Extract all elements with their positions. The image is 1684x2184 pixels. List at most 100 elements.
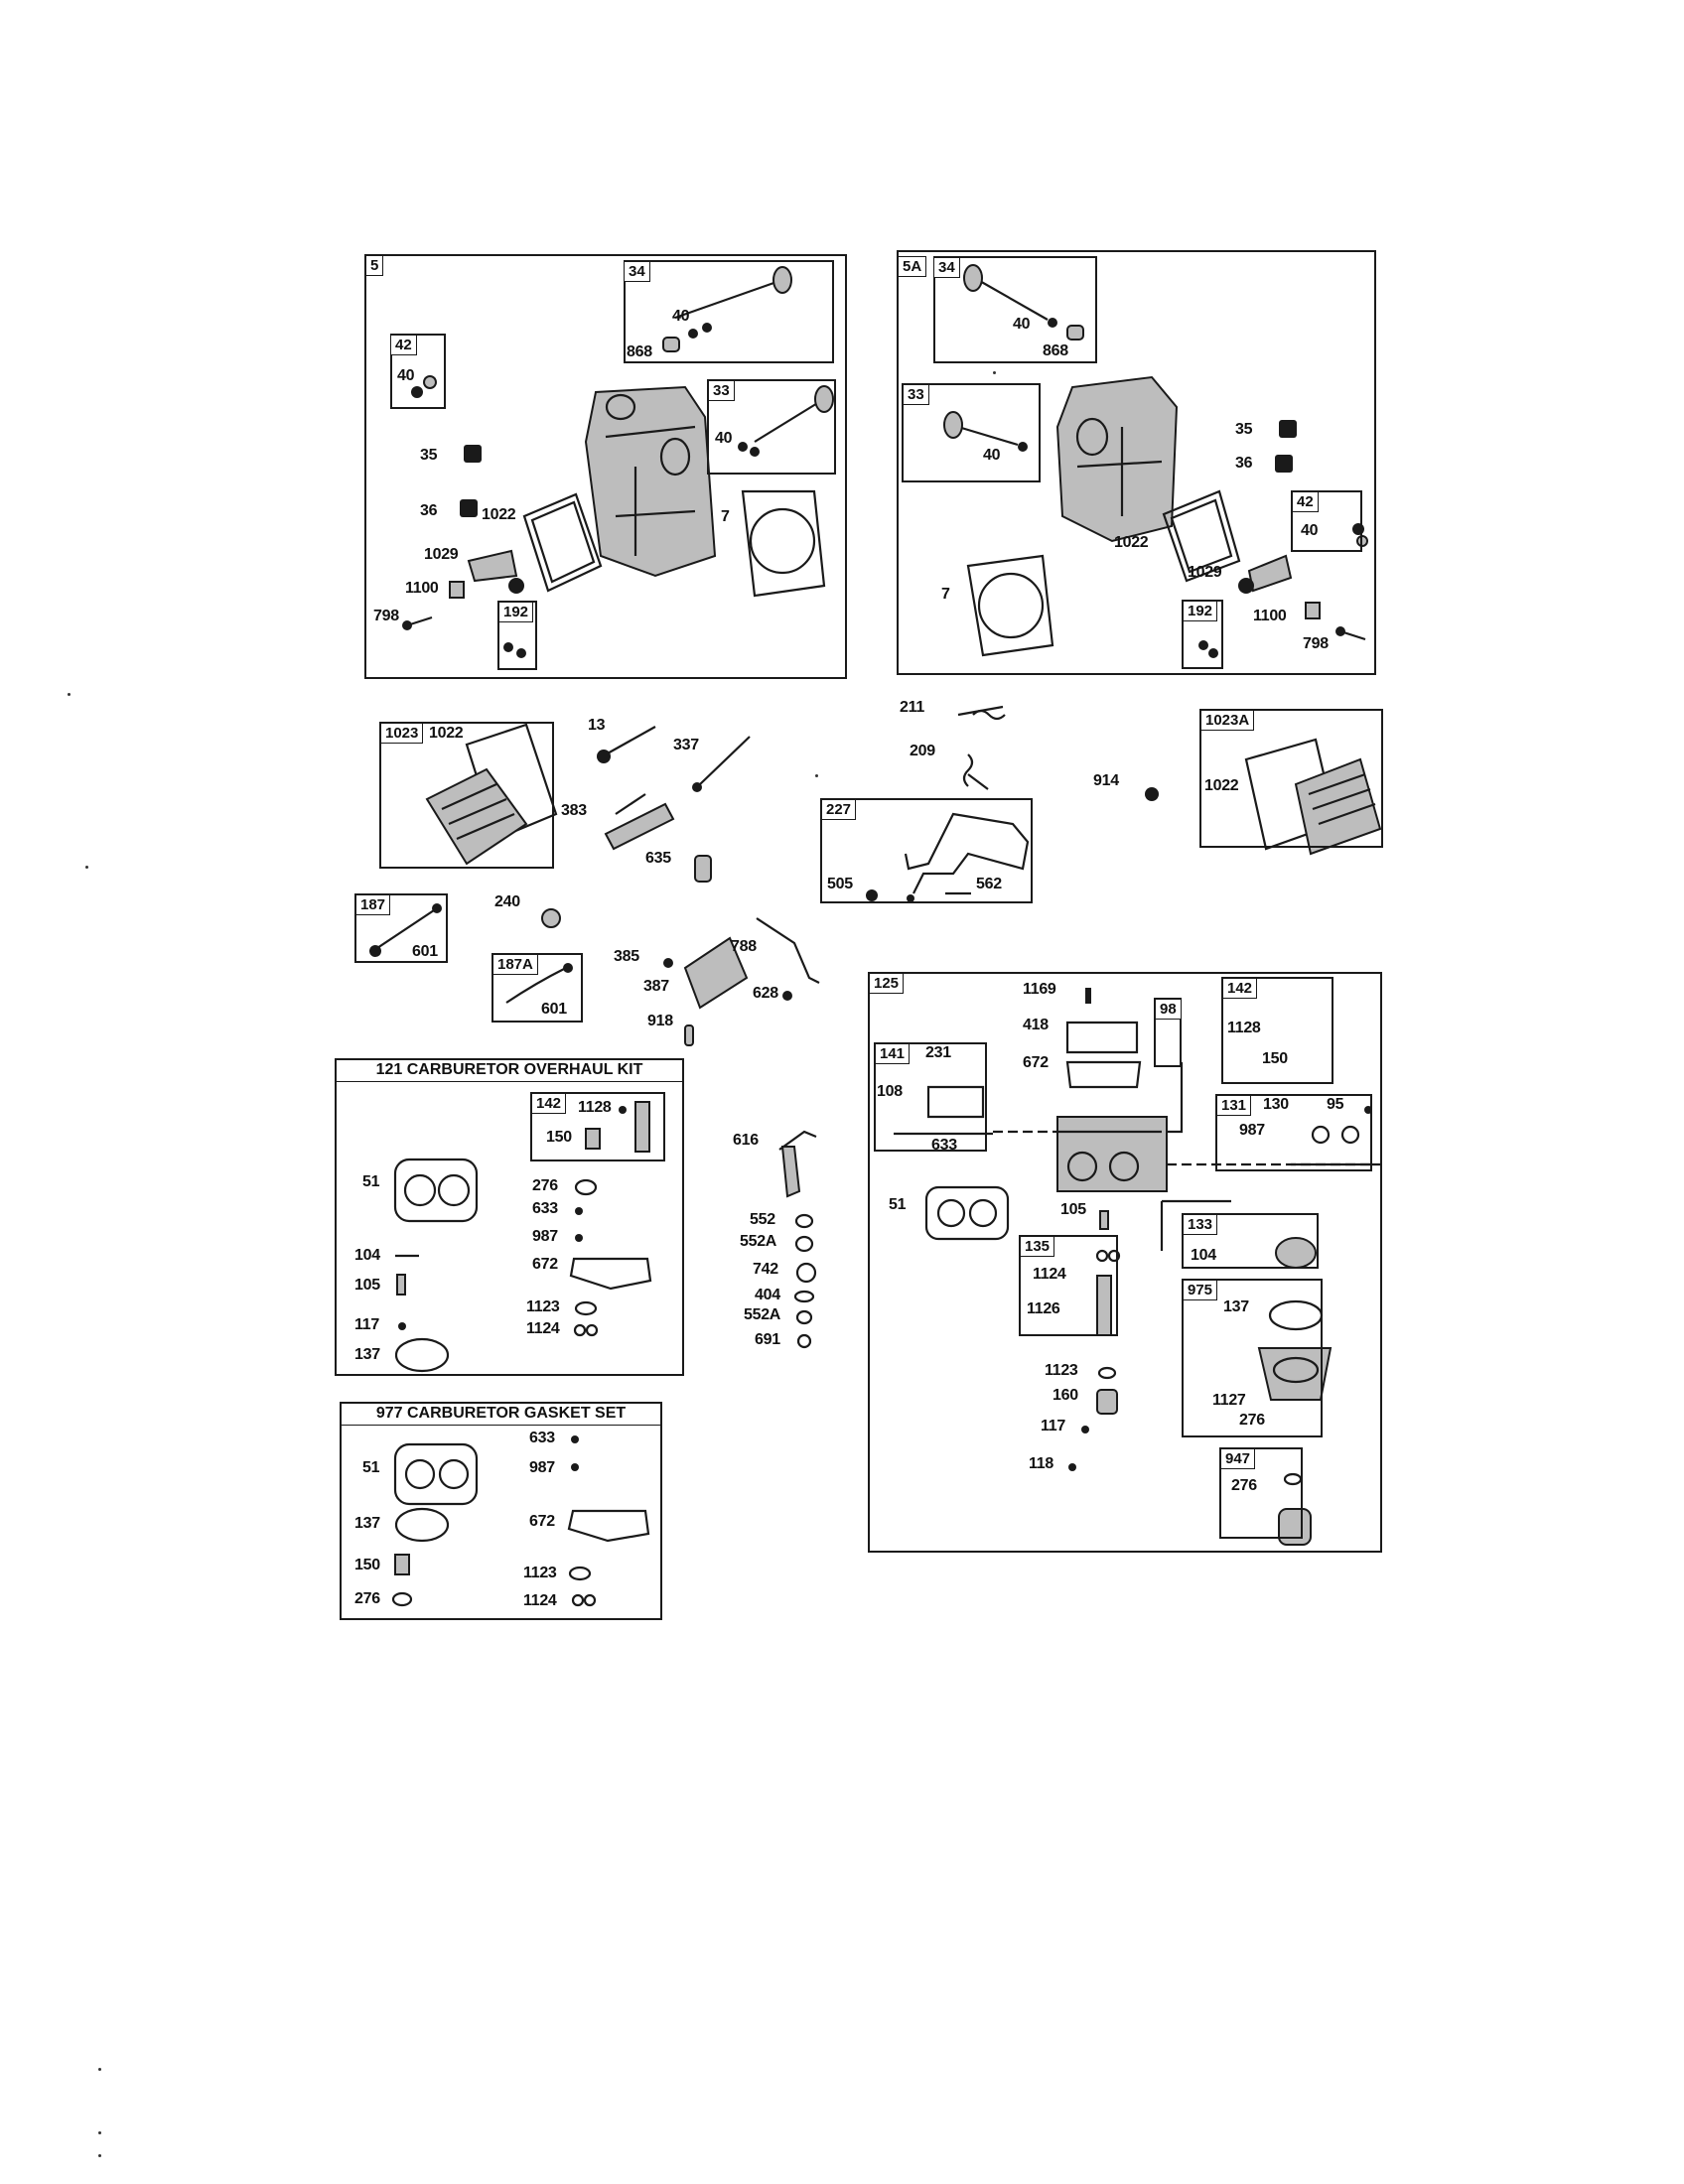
pin-918-icon (684, 1024, 694, 1046)
kit-121-sub-142 (530, 1092, 665, 1161)
part-label: 1126 (1027, 1300, 1060, 1317)
part-label: 104 (1191, 1247, 1216, 1264)
screw-117-icon (398, 1322, 406, 1330)
screw-798-icon (402, 615, 433, 630)
part-label: 150 (546, 1129, 572, 1146)
gasket-1022-icon (522, 492, 603, 593)
block-150-icon (585, 1128, 601, 1150)
panel-5a-sub-42-tag: 42 (1292, 491, 1319, 512)
solenoid-947-icon (1278, 1472, 1312, 1546)
part-label: 40 (397, 367, 415, 384)
panel-5-sub-34-tag: 34 (624, 261, 650, 282)
gasket-51c-icon (924, 1185, 1010, 1241)
panel-5-sub-192-tag: 192 (498, 602, 534, 622)
kit-977-title: 977 CARBURETOR GASKET SET (340, 1402, 662, 1426)
nut-914-icon (1145, 787, 1159, 801)
bracket-227-icon (904, 812, 1030, 902)
panel-227 (820, 798, 1033, 903)
bracket-1100-icon (449, 581, 465, 599)
part-label: 987 (1239, 1122, 1265, 1139)
part-label: 231 (925, 1044, 951, 1061)
part-label: 672 (1023, 1054, 1049, 1071)
part-label: 209 (910, 743, 935, 759)
gasket-418-icon (1065, 1021, 1139, 1054)
part-label: 276 (1239, 1412, 1265, 1429)
part-label: 40 (983, 447, 1001, 464)
part-label: 117 (354, 1316, 379, 1333)
panel-5a-sub-34-tag: 34 (933, 257, 960, 278)
panel-5a-sub-42 (1291, 490, 1362, 552)
panel-125-sub-131 (1215, 1094, 1372, 1171)
block-150b-icon (394, 1554, 410, 1575)
panel-1023 (379, 722, 554, 869)
part-label: 40 (672, 308, 690, 325)
panel-5a-sub-33-tag: 33 (903, 384, 929, 405)
panel-5a-sub-34 (933, 256, 1097, 363)
part-label: 276 (532, 1177, 558, 1194)
part-label: 276 (1231, 1477, 1257, 1494)
rocker-1029-icon (467, 549, 524, 594)
part-label: 798 (373, 608, 399, 624)
valve-34a-icon (963, 264, 1084, 341)
part-label: 616 (733, 1132, 759, 1149)
part-label: 562 (976, 876, 1002, 892)
panel-125-sub-142 (1221, 977, 1333, 1084)
valve-cover-1023-icon (425, 723, 558, 866)
panel-5-sub-33-tag: 33 (708, 380, 735, 401)
ring-1123b-icon (568, 1566, 592, 1581)
kit-977-panel (340, 1402, 662, 1620)
scan-speck (98, 2131, 101, 2134)
part-label: 633 (529, 1430, 555, 1446)
panel-125 (868, 972, 1382, 1553)
panel-1023a (1199, 709, 1383, 848)
spring-36a-icon (1275, 455, 1293, 473)
part-label: 628 (753, 985, 778, 1002)
panel-125-tag: 125 (869, 973, 905, 994)
part-label: 798 (1303, 635, 1329, 652)
gasket-51-icon (393, 1158, 479, 1223)
nut-691-icon (796, 1333, 812, 1349)
part-label: 7 (941, 586, 950, 603)
valve-33-icon (738, 385, 834, 457)
cylinder-head-5a-icon (1055, 375, 1179, 543)
part-label: 868 (1043, 342, 1068, 359)
bolt-385-icon (663, 958, 673, 968)
gasket-672b-icon (567, 1509, 650, 1543)
gasket-672c-icon (1065, 1060, 1142, 1089)
gasket-1022a-icon (1162, 489, 1241, 583)
part-label: 601 (541, 1001, 567, 1018)
part-label: 987 (532, 1228, 558, 1245)
part-label: 987 (529, 1459, 555, 1476)
nut-160-icon (1096, 1389, 1118, 1415)
plug-987b-icon (571, 1463, 579, 1471)
part-label: 337 (673, 737, 699, 753)
panel-125-sub-975-tag: 975 (1183, 1280, 1218, 1300)
scan-speck (85, 866, 88, 869)
panel-5 (364, 254, 847, 679)
part-label: 1022 (1204, 777, 1239, 794)
rod-616-icon (778, 1130, 817, 1198)
gasket-51b-icon (393, 1442, 479, 1506)
part-label: 1124 (526, 1320, 560, 1337)
panel-5-sub-33 (707, 379, 836, 475)
spark-plug-337-icon (692, 736, 751, 792)
part-label: 672 (529, 1513, 555, 1530)
part-label: 40 (1301, 522, 1319, 539)
panel-187 (354, 893, 448, 963)
cylinder-head-icon (584, 385, 717, 578)
part-label: 1029 (1188, 564, 1222, 581)
panel-5a (897, 250, 1376, 675)
part-label: 1124 (1033, 1266, 1066, 1283)
part-label: 150 (354, 1557, 380, 1573)
part-label: 105 (1060, 1201, 1086, 1218)
bracket-387-icon (683, 936, 749, 1010)
washer-552a2-icon (795, 1309, 813, 1325)
scan-speck (993, 371, 996, 374)
part-label: 601 (412, 943, 438, 960)
screw-117c-icon (1081, 1426, 1089, 1433)
screw-118-icon (1068, 1463, 1076, 1471)
plate-108-icon (926, 1085, 985, 1119)
part-label: 1100 (1253, 608, 1287, 624)
panel-5-sub-42 (390, 334, 446, 409)
